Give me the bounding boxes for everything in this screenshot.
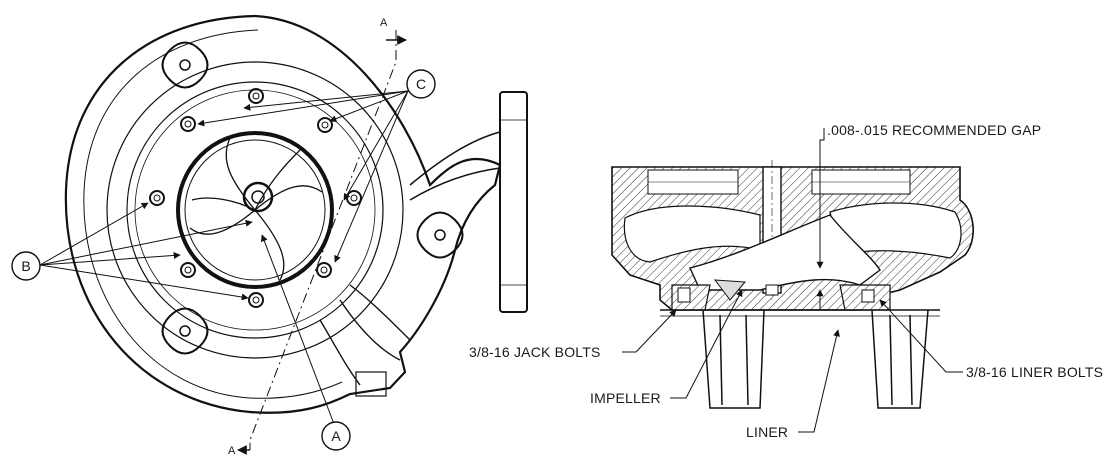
label-recommended-gap: .008-.015 RECOMMENDED GAP bbox=[827, 122, 1041, 138]
mounting-lugs bbox=[161, 41, 464, 355]
label-liner: LINER bbox=[746, 424, 788, 440]
gap-leader bbox=[816, 128, 825, 269]
label-jack-bolts: 3/8-16 JACK BOLTS bbox=[469, 344, 601, 360]
jack-bolts-leader bbox=[622, 309, 677, 353]
label-impeller: IMPELLER bbox=[590, 390, 661, 406]
callout-a-text: A bbox=[331, 428, 341, 444]
casing-inner-ring bbox=[106, 61, 404, 359]
front-view: A A C B A bbox=[11, 14, 528, 457]
callout-b-leaders bbox=[39, 202, 253, 301]
liner-ring bbox=[176, 131, 334, 289]
impeller-leader bbox=[670, 289, 743, 399]
liner-leader bbox=[798, 329, 840, 433]
liner-bolts-leader bbox=[879, 299, 963, 373]
callout-c-circle bbox=[406, 69, 436, 99]
section-line bbox=[249, 30, 397, 450]
impeller-vanes bbox=[189, 137, 323, 281]
section-impeller bbox=[689, 214, 881, 291]
callout-c-leaders bbox=[197, 90, 409, 263]
section-mark-top: A bbox=[380, 17, 388, 29]
section-mark-bottom: A bbox=[228, 445, 236, 457]
callout-c-text: C bbox=[416, 76, 426, 92]
callout-b-circle bbox=[11, 251, 41, 281]
volute-outline bbox=[64, 14, 502, 414]
callout-b-text: B bbox=[21, 258, 30, 274]
callout-a-leader bbox=[260, 234, 335, 425]
section-view: .008-.015 RECOMMENDED GAP 3/8-16 JACK BO… bbox=[469, 122, 1103, 440]
callout-a-circle bbox=[321, 421, 351, 451]
bolt-holes bbox=[149, 88, 362, 308]
discharge-flange bbox=[499, 91, 528, 313]
impeller-hub bbox=[242, 181, 274, 213]
discharge-nozzle bbox=[409, 131, 501, 201]
section-legs bbox=[660, 309, 940, 409]
label-liner-bolts: 3/8-16 LINER BOLTS bbox=[966, 364, 1103, 380]
